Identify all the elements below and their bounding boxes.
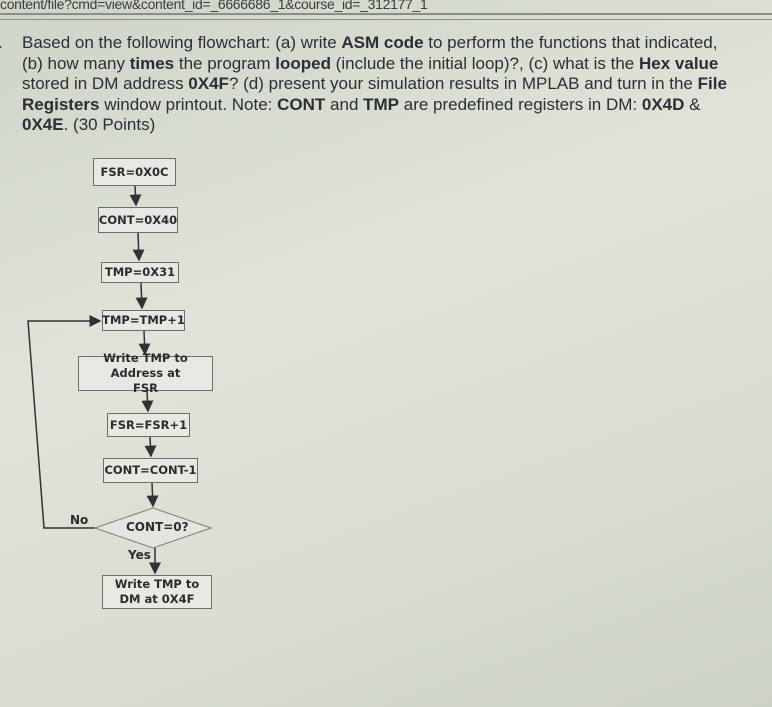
arrow bbox=[144, 436, 157, 458]
no-label: No bbox=[70, 513, 89, 527]
emphasis-text: 0X4D bbox=[641, 94, 685, 114]
emphasis-text: ASM code bbox=[341, 33, 424, 52]
question-text: . Based on the following flowchart: (a) … bbox=[0, 33, 770, 136]
question-text-segment: Based on the following flowchart: (a) wr… bbox=[22, 33, 342, 52]
emphasis-text: Hex value bbox=[639, 53, 719, 73]
emphasis-text: looped bbox=[275, 53, 331, 73]
step-write-tmp: Write TMP to Address at FSR bbox=[78, 351, 213, 395]
question-text-segment: are predefined registers in DM: bbox=[399, 94, 642, 114]
step-cont-decrement: CONT=CONT-1 bbox=[103, 458, 198, 483]
arrow bbox=[135, 282, 148, 310]
divider bbox=[0, 13, 772, 15]
emphasis-text: 0X4E bbox=[22, 115, 64, 134]
question-line: Registers window printout. Note: CONT an… bbox=[22, 95, 770, 116]
question-text-segment: & bbox=[684, 94, 701, 114]
question-text-segment: (b) how many bbox=[22, 53, 130, 73]
step-tmp-increment: TMP=TMP+1 bbox=[102, 310, 185, 331]
emphasis-text: TMP bbox=[363, 94, 400, 114]
step-final-write: Write TMP to DM at 0X4F bbox=[102, 575, 212, 609]
step-fsr-init: FSR=0X0C bbox=[93, 158, 176, 186]
question-text-segment: stored in DM address bbox=[22, 74, 189, 93]
arrow bbox=[141, 390, 154, 413]
arrow bbox=[138, 330, 151, 356]
arrow bbox=[129, 185, 142, 207]
question-text-segment: window printout. Note: bbox=[99, 94, 278, 114]
question-number-marker: . bbox=[0, 33, 3, 54]
divider bbox=[0, 19, 772, 20]
yes-label: Yes bbox=[128, 548, 151, 562]
loop-back-line bbox=[27, 315, 102, 529]
arrow bbox=[132, 232, 145, 262]
emphasis-text: CONT bbox=[277, 94, 326, 114]
question-line: Based on the following flowchart: (a) wr… bbox=[22, 33, 770, 54]
emphasis-text: Registers bbox=[22, 94, 100, 114]
question-text-segment: (include the initial loop)?, (c) what is… bbox=[330, 53, 639, 73]
question-line: 0X4E. (30 Points) bbox=[22, 115, 770, 136]
emphasis-text: 0X4F bbox=[188, 74, 229, 93]
question-text-segment: ? (d) present your simulation results in… bbox=[228, 74, 698, 93]
question-line: (b) how many times the program looped (i… bbox=[22, 54, 770, 75]
question-text-segment: . (30 Points) bbox=[63, 115, 156, 134]
question-text-segment: and bbox=[325, 94, 364, 114]
step-fsr-increment: FSR=FSR+1 bbox=[107, 413, 190, 437]
question-line: stored in DM address 0X4F? (d) present y… bbox=[22, 74, 770, 95]
decision-label: CONT=0? bbox=[126, 520, 189, 534]
emphasis-text: times bbox=[129, 53, 175, 73]
emphasis-text: File bbox=[697, 74, 727, 93]
question-text-segment: the program bbox=[174, 53, 276, 73]
url-bar-text: content/file?cmd=view&content_id=_666668… bbox=[0, 0, 428, 12]
question-text-segment: to perform the functions that indicated, bbox=[423, 33, 718, 52]
step-cont-init: CONT=0X40 bbox=[98, 207, 178, 233]
step-tmp-init: TMP=0X31 bbox=[101, 262, 179, 283]
decision-diamond bbox=[93, 507, 213, 549]
arrow bbox=[146, 482, 159, 508]
